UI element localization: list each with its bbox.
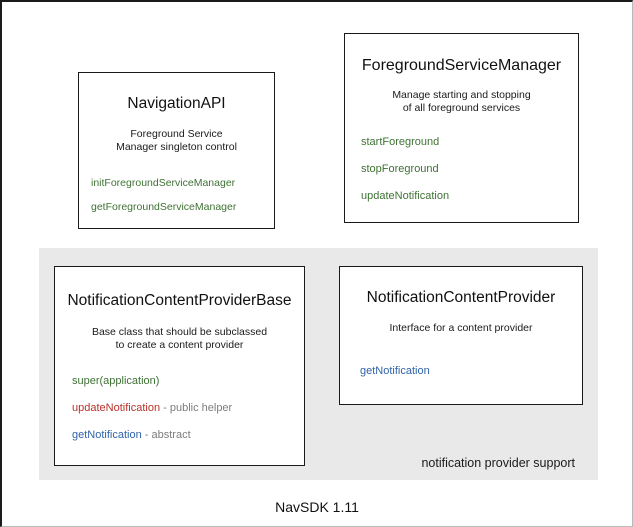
member-item[interactable]: getNotification [360, 365, 582, 377]
member-item[interactable]: getNotification - abstract [72, 429, 304, 441]
class-description-line: Base class that should be subclassed [91, 326, 268, 338]
member-name: getNotification [360, 365, 430, 378]
class-description-line: Foreground Service [130, 128, 223, 140]
member-name: initForegroundServiceManager [91, 176, 236, 189]
class-description-line: of all foreground services [402, 102, 521, 115]
class-box-notification-content-provider[interactable]: NotificationContentProvider Interface fo… [339, 266, 583, 405]
member-item[interactable]: super(application) [72, 375, 304, 387]
member-name: updateNotification [361, 189, 450, 202]
member-name: startForeground [361, 135, 440, 148]
member-note: - public helper [160, 401, 233, 414]
class-title-notification-content-provider-base: NotificationContentProviderBase [67, 292, 292, 309]
member-name: getNotification [72, 428, 142, 441]
class-description-notification-content-provider: Interface for a content provider [340, 322, 582, 335]
member-list-notification-content-provider: getNotification [340, 365, 582, 377]
member-item[interactable]: initForegroundServiceManager [91, 177, 274, 189]
class-box-foreground-service-manager[interactable]: ForegroundServiceManager Manage starting… [344, 33, 579, 223]
class-description-line: Manage starting and stopping [392, 89, 531, 101]
group-label-notification-support: notification provider support [421, 456, 575, 470]
class-description-notification-content-provider-base: Base class that should be subclassed to … [55, 326, 304, 353]
member-name: getForegroundServiceManager [91, 200, 237, 213]
class-description-line: Manager singleton control [116, 141, 237, 154]
member-name: updateNotification [72, 401, 161, 414]
member-list-notification-content-provider-base: super(application) updateNotification - … [55, 375, 304, 441]
class-title-notification-content-provider: NotificationContentProvider [366, 289, 556, 306]
class-title-navigation-api: NavigationAPI [127, 95, 226, 112]
class-description-line: to create a content provider [115, 339, 244, 352]
member-item[interactable]: getForegroundServiceManager [91, 201, 274, 213]
member-name: stopForeground [361, 162, 439, 175]
member-name: super(application) [72, 374, 160, 387]
member-list-foreground-service-manager: startForeground stopForeground updateNot… [345, 136, 578, 202]
member-note: - abstract [141, 428, 191, 441]
footer-caption: NavSDK 1.11 [275, 499, 359, 515]
member-item[interactable]: updateNotification [361, 190, 578, 202]
member-item[interactable]: updateNotification - public helper [72, 402, 304, 414]
class-box-notification-content-provider-base[interactable]: NotificationContentProviderBase Base cla… [54, 266, 305, 466]
member-list-navigation-api: initForegroundServiceManager getForegrou… [79, 177, 274, 213]
class-description-navigation-api: Foreground Service Manager singleton con… [79, 128, 274, 155]
class-description-line: Interface for a content provider [389, 322, 533, 334]
class-description-foreground-service-manager: Manage starting and stopping of all fore… [345, 89, 578, 116]
class-box-navigation-api[interactable]: NavigationAPI Foreground Service Manager… [78, 72, 275, 229]
class-title-foreground-service-manager: ForegroundServiceManager [361, 57, 562, 74]
member-item[interactable]: startForeground [361, 136, 578, 148]
member-item[interactable]: stopForeground [361, 163, 578, 175]
